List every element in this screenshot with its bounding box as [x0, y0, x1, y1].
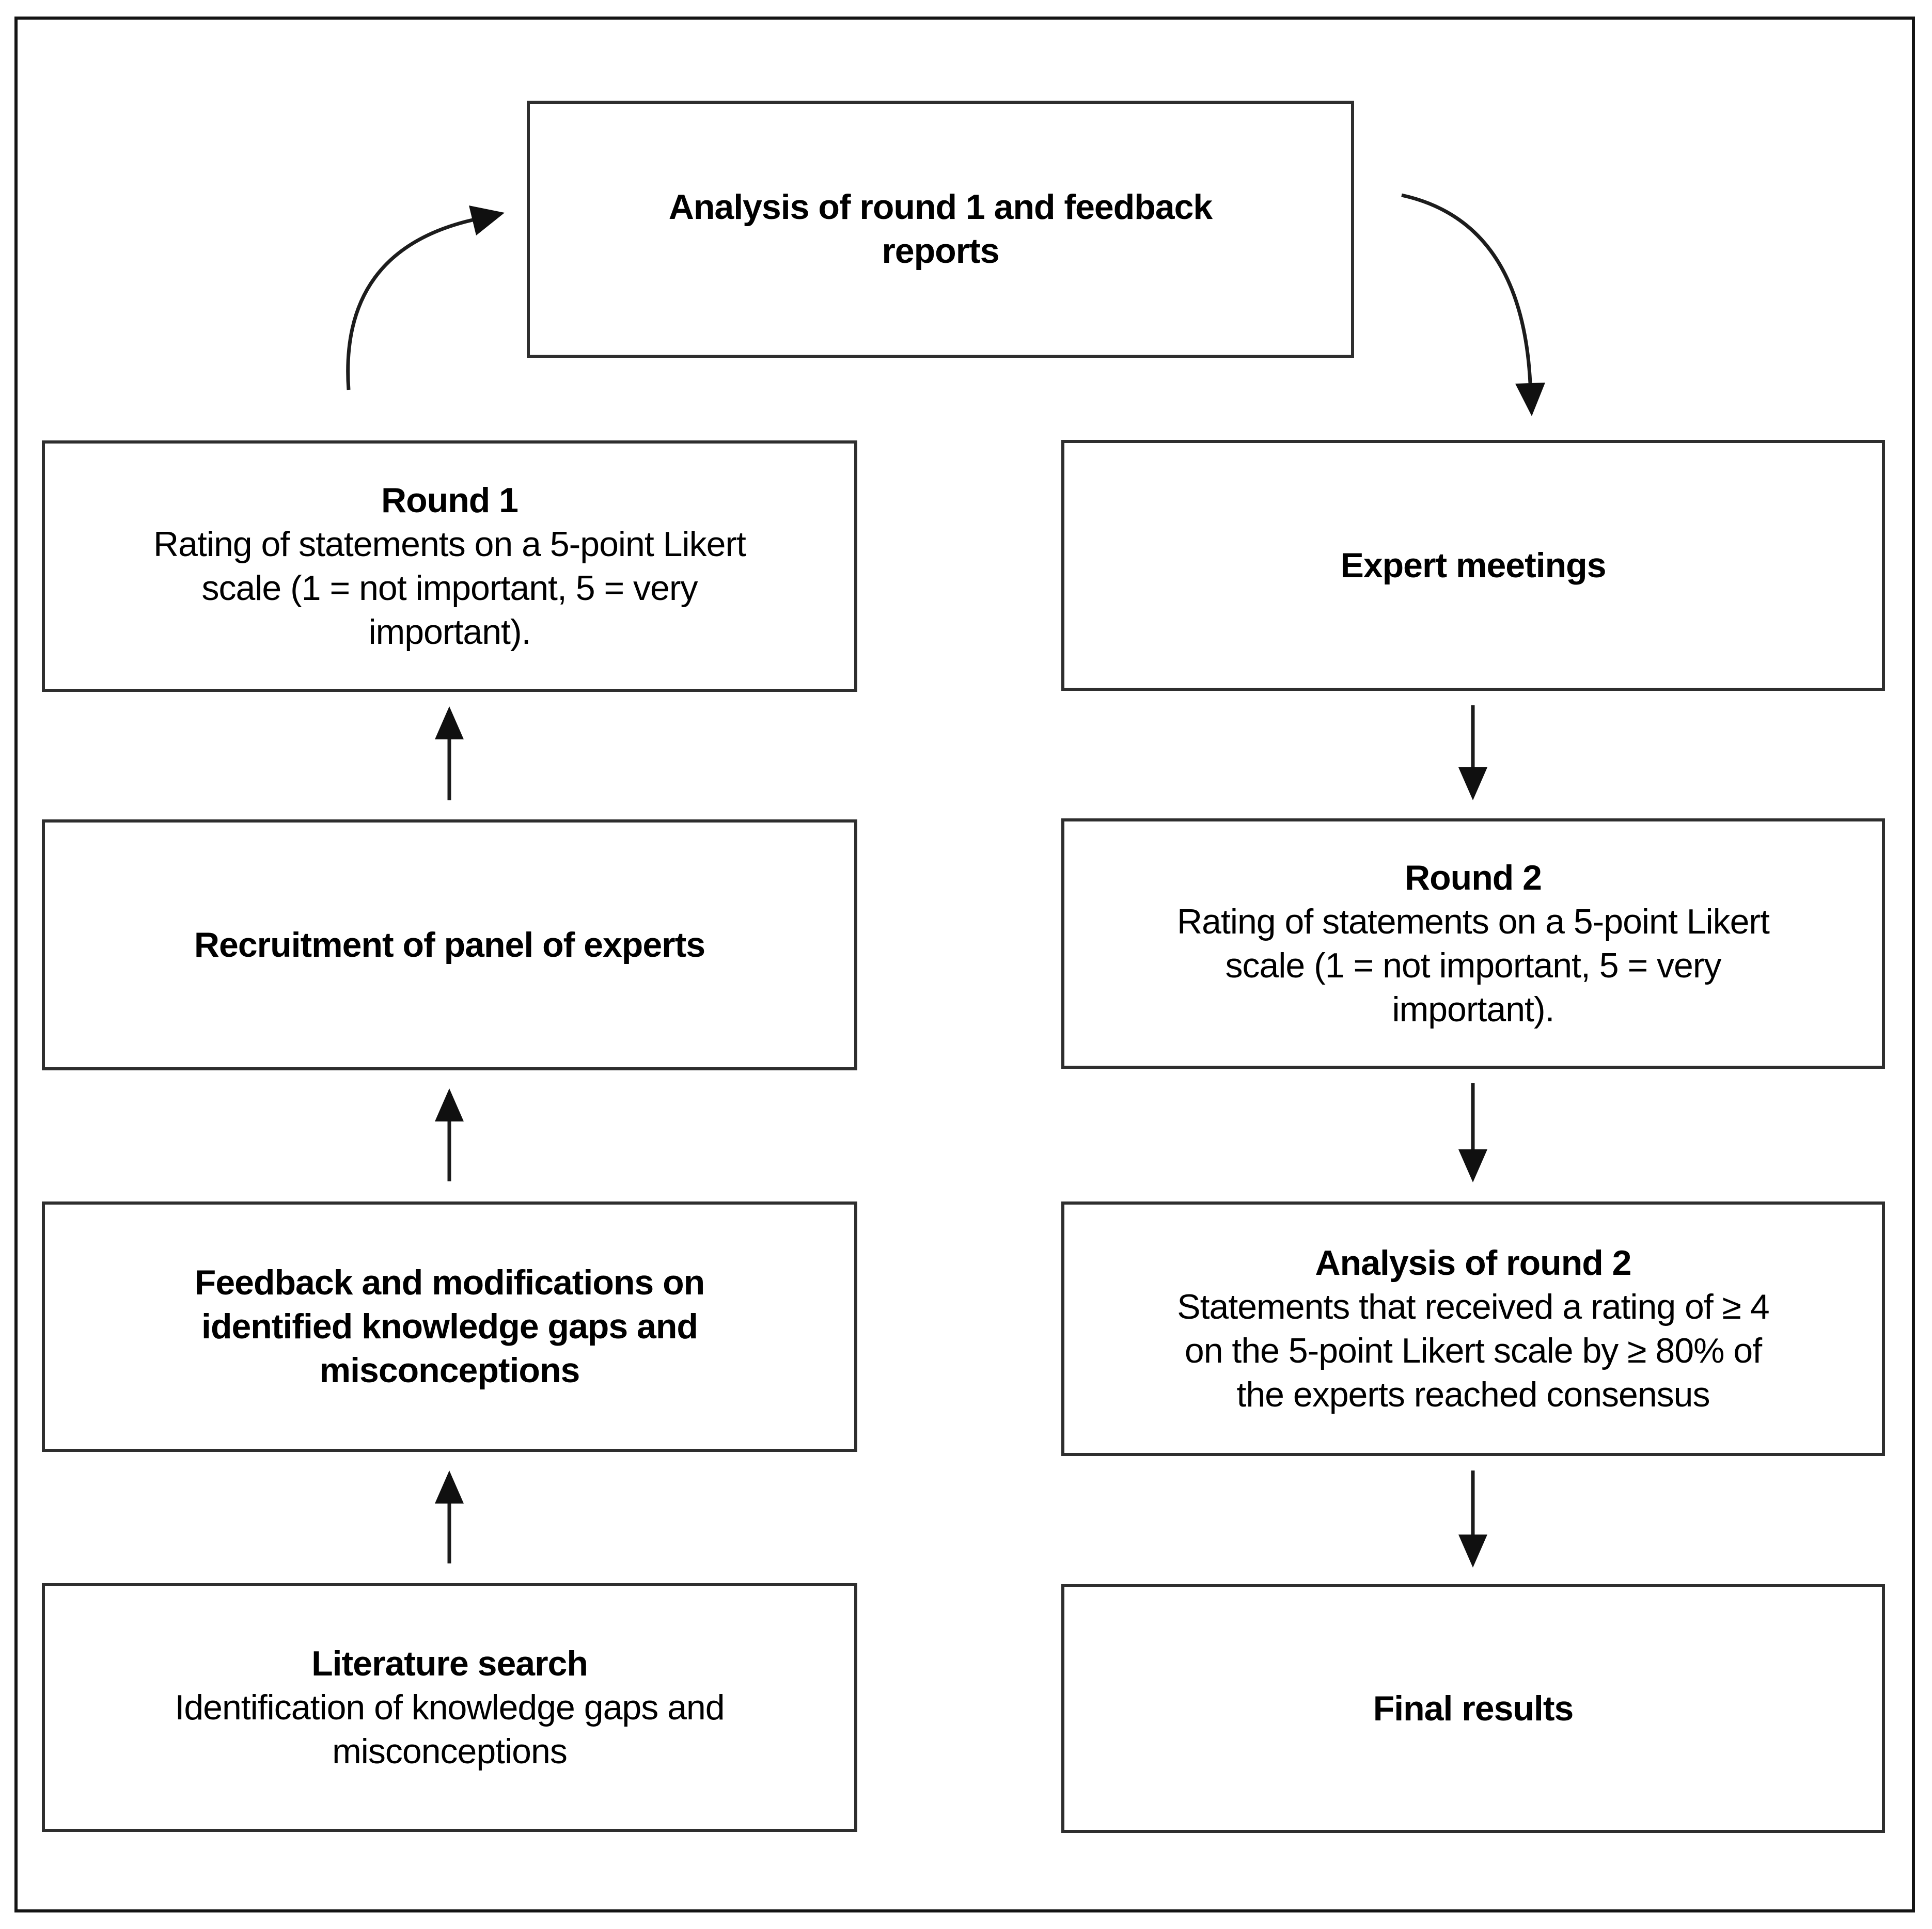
box-round2-title: Round 2: [1405, 858, 1542, 897]
box-analysis-round2-title: Analysis of round 2: [1315, 1243, 1632, 1283]
box-literature-search-title: Literature search: [311, 1643, 588, 1683]
box-recruitment-title: Recruitment of panel of experts: [194, 925, 705, 964]
box-expert-meetings: Expert meetings: [1061, 440, 1885, 691]
box-final-results: Final results: [1061, 1584, 1885, 1833]
box-analysis-round1-title: Analysis of round 1 and feedback reports: [668, 187, 1213, 271]
box-round1-title: Round 1: [381, 480, 519, 520]
box-literature-search-body: Identification of knowledge gaps and mis…: [175, 1687, 725, 1771]
box-analysis-round2-body: Statements that received a rating of ≥ 4…: [1177, 1287, 1769, 1414]
box-expert-meetings-title: Expert meetings: [1340, 545, 1606, 585]
box-feedback-modifications: Feedback and modifications on identified…: [42, 1201, 857, 1452]
box-final-results-title: Final results: [1373, 1688, 1574, 1728]
box-round1-body: Rating of statements on a 5-point Likert…: [153, 524, 746, 652]
box-recruitment: Recruitment of panel of experts: [42, 819, 857, 1070]
box-round1: Round 1 Rating of statements on a 5-poin…: [42, 440, 857, 692]
box-analysis-round1: Analysis of round 1 and feedback reports: [527, 101, 1354, 358]
box-round2-body: Rating of statements on a 5-point Likert…: [1177, 902, 1770, 1029]
box-round2: Round 2 Rating of statements on a 5-poin…: [1061, 818, 1885, 1069]
box-feedback-modifications-title: Feedback and modifications on identified…: [194, 1263, 705, 1390]
box-literature-search: Literature search Identification of know…: [42, 1583, 857, 1832]
box-analysis-round2: Analysis of round 2 Statements that rece…: [1061, 1201, 1885, 1456]
